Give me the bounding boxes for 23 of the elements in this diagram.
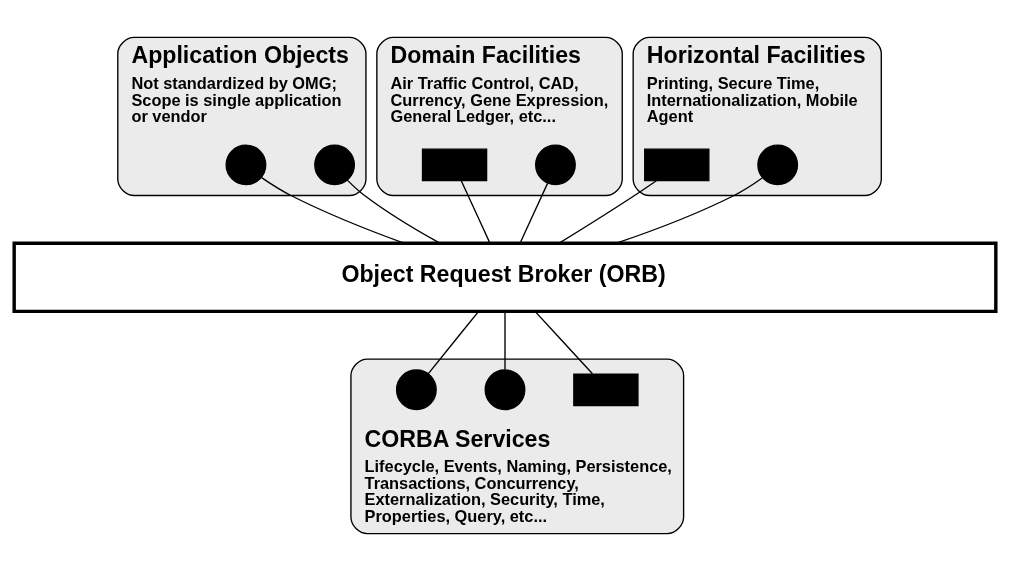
- node-box: Object Request Broker (ORB): [12, 241, 998, 313]
- node-circle: [225, 143, 267, 185]
- node-circle: [314, 143, 355, 185]
- cluster: Horizontal Facilities Printing, Secure Time, Internationalization, Mobile Agent: [632, 36, 882, 196]
- connector: [615, 176, 764, 244]
- node-box: [644, 148, 710, 181]
- node-circle: [395, 368, 437, 410]
- cluster: CORBA Services Lifecycle, Events, Naming, Persistence, Transactions, Concurrency, Externalization, Security, Time, Properties, Query, etc...: [350, 357, 685, 534]
- connector: [460, 179, 491, 244]
- cluster: Domain Facilities Air Traffic Control, CAD, Currency, Gene Expression, General Ledger, etc...: [376, 36, 623, 196]
- connector: [534, 310, 594, 374]
- node-box: [421, 148, 488, 181]
- connector: [504, 310, 506, 370]
- node-circle: [535, 143, 576, 185]
- connector: [519, 182, 549, 244]
- node-circle: [757, 143, 799, 185]
- connector: [427, 310, 480, 374]
- node-circle: [484, 368, 526, 410]
- connector: [346, 178, 441, 244]
- connector: [558, 179, 657, 244]
- cluster: Application Objects Not standardized by OMG; Scope is single application or vendor: [117, 36, 367, 196]
- connector: [260, 176, 405, 244]
- node-box: [573, 372, 639, 406]
